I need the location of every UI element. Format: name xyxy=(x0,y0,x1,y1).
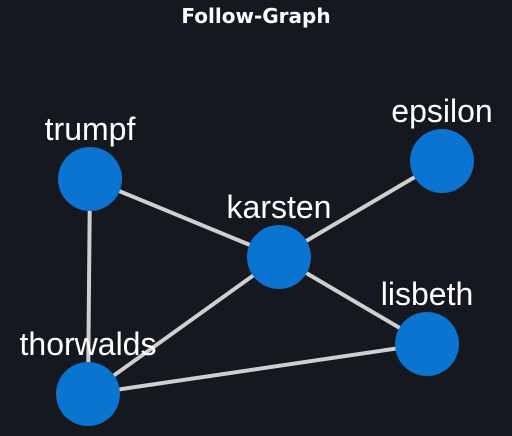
node-trumpf[interactable]: trumpf xyxy=(45,111,136,211)
node-label-trumpf: trumpf xyxy=(45,111,136,147)
node-label-epsilon: epsilon xyxy=(391,93,492,129)
edge-trumpf-karsten xyxy=(88,177,281,259)
node-circle-karsten[interactable] xyxy=(247,225,311,289)
edge-thorwalds-lisbeth xyxy=(86,342,429,396)
node-circle-thorwalds[interactable] xyxy=(56,362,120,426)
node-lisbeth[interactable]: lisbeth xyxy=(381,276,474,376)
node-circle-trumpf[interactable] xyxy=(58,147,122,211)
node-karsten[interactable]: karsten xyxy=(227,189,332,289)
node-label-thorwalds: thorwalds xyxy=(20,326,157,362)
nodes-layer: trumpf epsilon karsten lisbeth thorwalds xyxy=(20,93,493,426)
node-label-lisbeth: lisbeth xyxy=(381,276,474,312)
node-thorwalds[interactable]: thorwalds xyxy=(20,326,157,426)
node-epsilon[interactable]: epsilon xyxy=(391,93,493,193)
edge-karsten-thorwalds xyxy=(86,255,281,396)
node-circle-epsilon[interactable] xyxy=(410,129,474,193)
node-circle-lisbeth[interactable] xyxy=(395,312,459,376)
edge-trumpf-thorwalds xyxy=(86,177,92,396)
graph-title: Follow-Graph xyxy=(181,4,331,28)
node-label-karsten: karsten xyxy=(227,189,332,225)
